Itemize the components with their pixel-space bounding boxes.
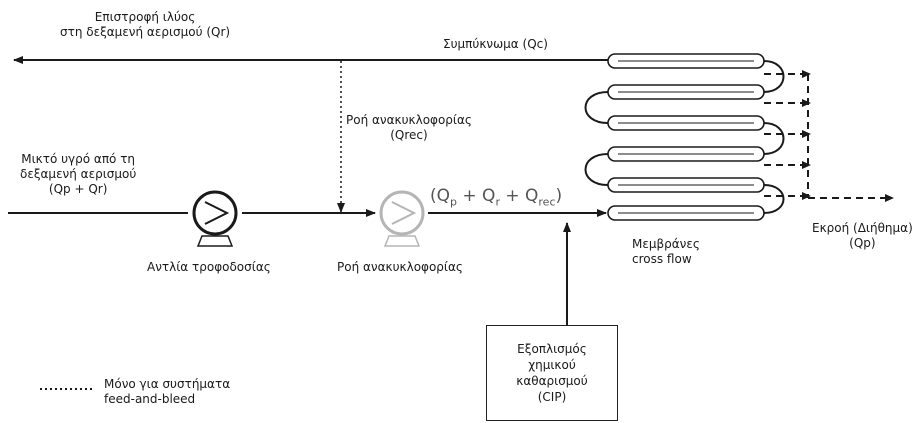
membrane-tube	[607, 53, 765, 69]
membrane-loops	[584, 60, 785, 214]
recirc-flow-label: Ροή ανακυκλοφορίας (Qrec)	[346, 113, 472, 142]
recirc-pump-icon	[379, 190, 425, 247]
membrane-tube	[607, 84, 765, 100]
effluent-label: Εκροή (Διήθημα) (Qp)	[812, 221, 913, 250]
permeate-dashed-lines	[764, 73, 890, 199]
membrane-tube	[607, 177, 765, 193]
feed-pump-label: Αντλία τροφοδοσίας	[147, 260, 271, 274]
permeate-arrowheads	[802, 70, 894, 202]
concentrate-label: Συμπύκνωμα (Qc)	[443, 37, 548, 51]
legend-label: Μόνο για συστήματα feed-and-bleed	[104, 377, 231, 406]
mixed-liquor-label: Μικτό υγρό από τη δεξαμενή αερισμού (Qp …	[20, 152, 137, 196]
feed-pump-icon	[192, 190, 238, 247]
membranes-label: Μεμβράνες cross flow	[632, 237, 700, 266]
flow-formula: (Qp + Qr + Qrec)	[430, 186, 563, 209]
recirc-pump-label: Ροή ανακυκλοφορίας	[337, 260, 463, 274]
cip-label: Εξοπλισμός χημικού καθαρισμού (CIP)	[516, 342, 588, 404]
membrane-tube	[607, 205, 765, 221]
membrane-tube	[607, 115, 765, 131]
sludge-return-label: Επιστροφή ιλύος στη δεξαμενή αερισμού (Q…	[60, 10, 231, 39]
cip-equipment-box: Εξοπλισμός χημικού καθαρισμού (CIP)	[486, 325, 618, 421]
membrane-tube	[607, 146, 765, 162]
membrane-modules	[607, 53, 765, 221]
